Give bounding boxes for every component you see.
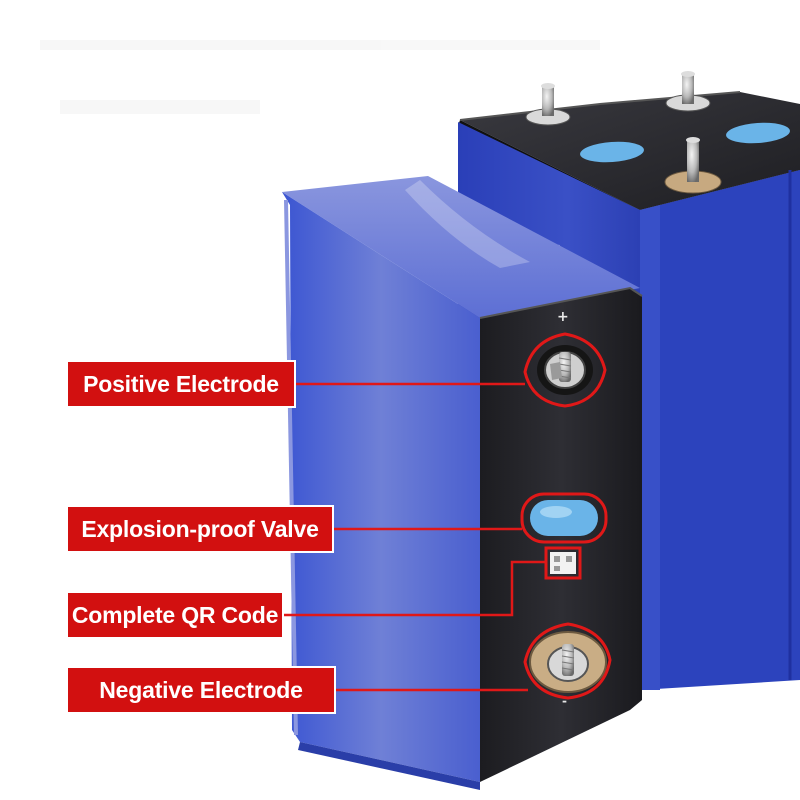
negative-electrode-label: Negative Electrode — [68, 668, 334, 712]
background-watermark — [40, 40, 600, 114]
negative-polarity-mark: - — [562, 694, 567, 708]
explosion-proof-valve — [520, 492, 608, 544]
negative-terminal — [523, 622, 612, 700]
positive-electrode-label: Positive Electrode — [68, 362, 294, 406]
positive-polarity-mark: + — [557, 309, 569, 325]
callout-leader-lines — [282, 382, 546, 692]
qr-code-label: Complete QR Code — [68, 593, 282, 637]
positive-terminal — [523, 332, 607, 408]
explosion-proof-valve-label: Explosion-proof Valve — [68, 507, 332, 551]
front-cell — [282, 176, 643, 790]
qr-code — [544, 546, 582, 580]
